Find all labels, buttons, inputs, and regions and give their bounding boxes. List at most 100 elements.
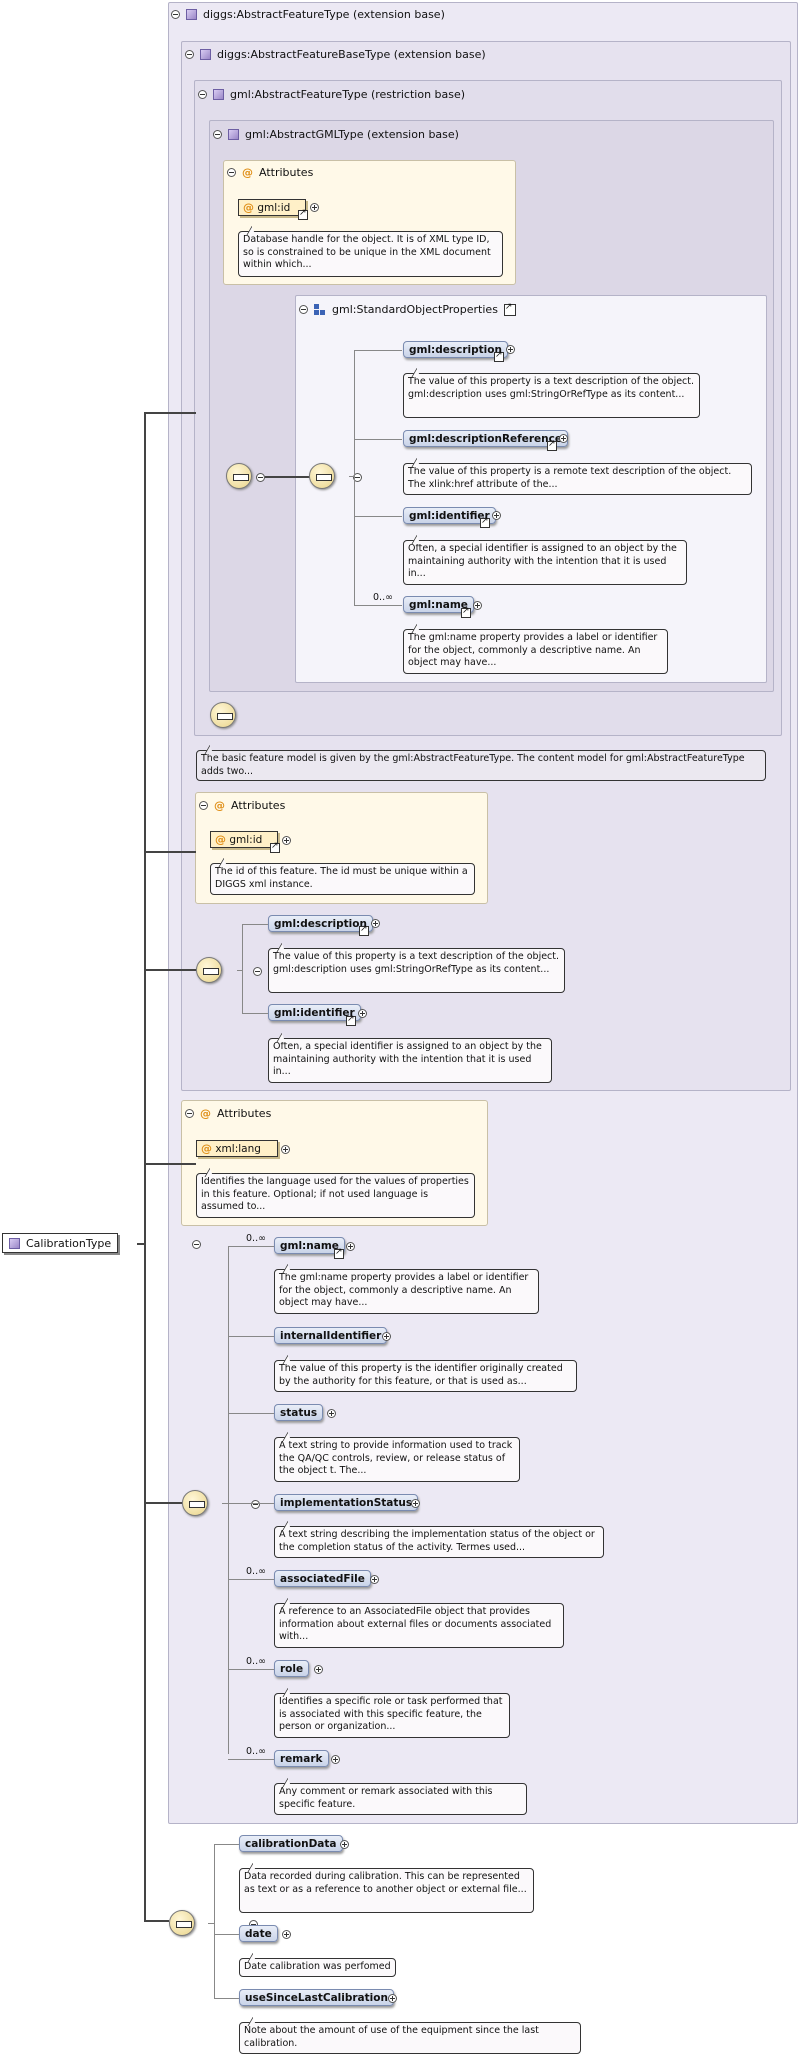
- element-note: Date calibration was perfomed: [239, 1958, 396, 1977]
- element-implementation-status[interactable]: implementationStatus: [274, 1494, 419, 1511]
- expand-icon[interactable]: [411, 1499, 420, 1508]
- sequence-icon[interactable]: [210, 702, 236, 728]
- diggs-abstract-feature-type-title: diggs:AbstractFeatureType (extension bas…: [171, 8, 445, 21]
- element-note: The value of this property is a text des…: [268, 948, 565, 993]
- expand-icon[interactable]: [473, 601, 482, 610]
- element-note: The value of this property is a text des…: [403, 373, 700, 418]
- group-icon: [314, 303, 326, 316]
- element-status[interactable]: status: [274, 1404, 324, 1421]
- element-note: A reference to an AssociatedFile object …: [274, 1603, 564, 1648]
- sequence-icon[interactable]: [196, 957, 222, 983]
- link-icon[interactable]: [298, 208, 308, 220]
- complex-type-icon: [213, 89, 224, 100]
- expand-icon[interactable]: [492, 511, 501, 520]
- attribute-icon: @: [214, 799, 225, 812]
- attributes-header: @ Attributes: [185, 1107, 271, 1120]
- collapse-icon[interactable]: [352, 473, 362, 482]
- element-note: Often, a special identifier is assigned …: [268, 1038, 552, 1083]
- sequence-icon[interactable]: [226, 463, 252, 489]
- gml-abstract-gml-type-title: gml:AbstractGMLType (extension base): [213, 128, 459, 141]
- element-note: A text string describing the implementat…: [274, 1526, 604, 1558]
- element-note: Identifies a specific role or task perfo…: [274, 1693, 510, 1738]
- element-gml-description[interactable]: gml:description: [268, 915, 373, 932]
- link-icon[interactable]: [494, 350, 504, 362]
- link-icon[interactable]: [547, 439, 557, 451]
- attributes-header: @ Attributes: [227, 166, 313, 179]
- expand-icon[interactable]: [282, 1930, 291, 1939]
- expand-icon[interactable]: [382, 1332, 391, 1341]
- expand-icon[interactable]: [340, 1840, 349, 1849]
- element-note: The gml:name property provides a label o…: [274, 1269, 539, 1314]
- element-calibration-data[interactable]: calibrationData: [239, 1835, 343, 1852]
- element-use-since-last-calibration[interactable]: useSinceLastCalibration: [239, 1989, 394, 2006]
- element-internal-identifier[interactable]: internalIdentifier: [274, 1327, 388, 1344]
- expand-icon[interactable]: [310, 203, 319, 212]
- element-note: Data recorded during calibration. This c…: [239, 1868, 534, 1913]
- collapse-icon[interactable]: [198, 90, 207, 99]
- element-date[interactable]: date: [239, 1925, 278, 1942]
- element-gml-name[interactable]: gml:name: [403, 596, 474, 613]
- attribute-gml-id[interactable]: @ gml:id: [210, 831, 278, 848]
- expand-icon[interactable]: [559, 434, 568, 443]
- element-note: Often, a special identifier is assigned …: [403, 540, 687, 585]
- link-icon[interactable]: [270, 841, 280, 853]
- collapse-icon[interactable]: [199, 801, 208, 810]
- attribute-xml-lang[interactable]: @ xml:lang: [196, 1140, 278, 1157]
- attribute-note: Database handle for the object. It is of…: [238, 231, 503, 277]
- attribute-icon: @: [200, 1107, 211, 1120]
- complex-type-icon: [9, 1237, 20, 1249]
- expand-icon[interactable]: [314, 1665, 323, 1674]
- element-gml-identifier[interactable]: gml:identifier: [268, 1004, 361, 1021]
- sequence-icon[interactable]: [182, 1490, 208, 1516]
- calibration-type-root[interactable]: CalibrationType: [2, 1233, 119, 1253]
- expand-icon[interactable]: [281, 1145, 290, 1154]
- sequence-icon[interactable]: [309, 463, 335, 489]
- collapse-icon[interactable]: [185, 1109, 194, 1118]
- element-note: Note about the amount of use of the equi…: [239, 2022, 581, 2054]
- gml-abstract-feature-type-title: gml:AbstractFeatureType (restriction bas…: [198, 88, 465, 101]
- element-associated-file[interactable]: associatedFile: [274, 1570, 371, 1587]
- expand-icon[interactable]: [388, 1994, 397, 2003]
- complex-type-icon: [200, 49, 211, 60]
- element-gml-name[interactable]: gml:name: [274, 1237, 345, 1254]
- expand-icon[interactable]: [346, 1242, 355, 1251]
- link-icon[interactable]: [461, 606, 471, 618]
- link-icon[interactable]: [359, 924, 369, 936]
- expand-icon[interactable]: [327, 1409, 336, 1418]
- expand-icon[interactable]: [358, 1009, 367, 1018]
- element-role[interactable]: role: [274, 1660, 310, 1677]
- collapse-icon[interactable]: [299, 305, 308, 314]
- collapse-icon[interactable]: [171, 10, 180, 19]
- attribute-note: Identifies the language used for the val…: [196, 1173, 475, 1218]
- attribute-gml-id[interactable]: @ gml:id: [238, 199, 306, 216]
- complex-type-icon: [228, 129, 239, 140]
- element-gml-identifier[interactable]: gml:identifier: [403, 507, 496, 524]
- expand-icon[interactable]: [371, 919, 380, 928]
- collapse-icon[interactable]: [185, 50, 194, 59]
- collapse-icon[interactable]: [213, 130, 222, 139]
- element-gml-description[interactable]: gml:description: [403, 341, 508, 358]
- element-note: The value of this property is a remote t…: [403, 463, 752, 495]
- complex-type-icon: [186, 9, 197, 20]
- collapse-icon[interactable]: [250, 1500, 260, 1509]
- link-icon[interactable]: [346, 1014, 356, 1026]
- link-icon[interactable]: [480, 516, 490, 528]
- occurrence-label: 0..∞: [246, 1566, 266, 1577]
- expand-icon[interactable]: [370, 1575, 379, 1584]
- expand-icon[interactable]: [506, 345, 515, 354]
- link-icon[interactable]: [503, 302, 516, 316]
- element-gml-description-reference[interactable]: gml:descriptionReference: [403, 430, 568, 447]
- expand-icon[interactable]: [331, 1755, 340, 1764]
- collapse-icon[interactable]: [227, 168, 236, 177]
- element-remark[interactable]: remark: [274, 1750, 329, 1767]
- collapse-icon[interactable]: [256, 473, 265, 482]
- expand-icon[interactable]: [282, 836, 291, 845]
- collapse-icon[interactable]: [191, 1240, 201, 1249]
- link-icon[interactable]: [334, 1247, 344, 1259]
- collapse-icon[interactable]: [253, 967, 262, 976]
- main-connector: [144, 412, 146, 1920]
- sequence-icon[interactable]: [169, 1910, 195, 1936]
- occurrence-label: 0..∞: [246, 1746, 266, 1757]
- standard-object-properties-header: gml:StandardObjectProperties: [299, 302, 516, 316]
- attributes-header: @ Attributes: [199, 799, 285, 812]
